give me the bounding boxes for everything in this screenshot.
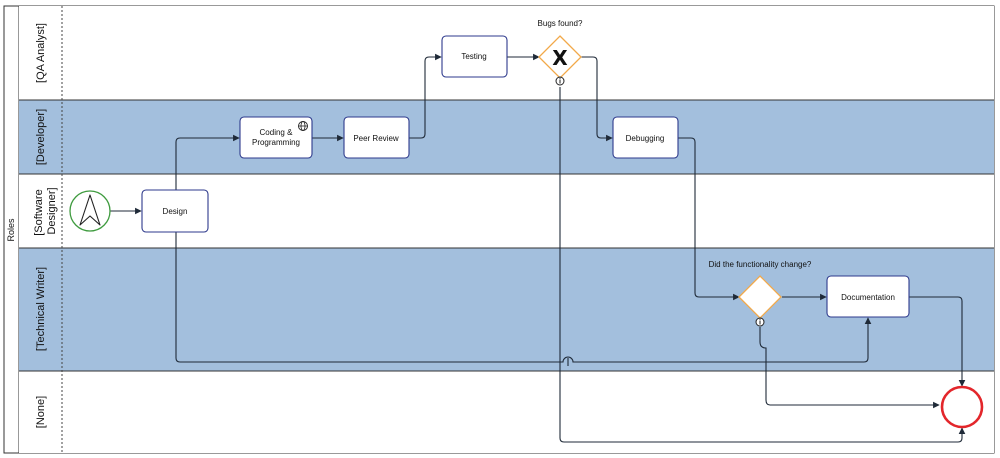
sequence-flows <box>110 53 966 443</box>
start-event[interactable] <box>69 190 111 232</box>
gateway-functionality-change[interactable]: Did the functionality change? <box>709 260 812 327</box>
task-testing-box <box>441 35 508 78</box>
end-event-circle <box>940 385 984 429</box>
lane-developer-label: [Developer] <box>35 109 47 165</box>
flow-peer-review-to-testing <box>409 53 442 139</box>
task-debugging[interactable]: Debugging <box>612 116 679 159</box>
task-testing-label: Testing <box>461 52 486 61</box>
lane-developer: [Developer] <box>19 100 994 174</box>
pool-label: Roles <box>6 218 16 242</box>
task-coding-box <box>239 116 313 159</box>
gateway-bugs-found[interactable]: Bugs found? X <box>538 19 583 86</box>
lane-none-band <box>19 371 994 453</box>
flow-func-default-to-end <box>759 327 940 409</box>
lane-software-designer-label-line1: [Software <box>33 189 45 235</box>
lane-software-designer-label-line2: Designer] <box>46 187 58 234</box>
task-documentation-label: Documentation <box>841 293 895 302</box>
flow-design-to-documentation <box>175 232 872 363</box>
task-peer-review-box <box>343 116 410 159</box>
lane-technical-writer-label: [Technical Writer] <box>35 267 47 351</box>
gateway-bugs-found-label: Bugs found? <box>538 19 583 28</box>
lane-qa-label: [QA Analyst] <box>35 23 47 83</box>
flow-debugging-to-func-gateway <box>678 137 740 301</box>
lane-dividers <box>19 6 994 453</box>
task-documentation[interactable]: Documentation <box>826 275 910 318</box>
task-design-box <box>141 189 209 233</box>
lane-none-label: [None] <box>35 396 47 428</box>
task-coding-label-line2: Programming <box>252 138 300 147</box>
gateway-functionality-change-label: Did the functionality change? <box>709 260 812 269</box>
flow-documentation-to-end <box>909 296 966 387</box>
task-design[interactable]: Design <box>141 189 209 233</box>
task-coding-label-line1: Coding & <box>260 128 294 137</box>
info-icon <box>755 317 765 327</box>
globe-icon <box>298 121 308 131</box>
task-debugging-box <box>612 116 679 159</box>
flow-bugs-default-to-end <box>559 87 966 443</box>
task-peer-review[interactable]: Peer Review <box>343 116 410 159</box>
lane-none: [None] <box>19 371 994 453</box>
task-design-label: Design <box>163 207 188 216</box>
task-peer-review-label: Peer Review <box>353 134 399 143</box>
task-debugging-label: Debugging <box>626 134 665 143</box>
flow-bugs-to-debugging <box>581 56 613 142</box>
gateway-x-marker: X <box>552 46 568 70</box>
lane-software-designer-label: [Software Designer] <box>33 186 58 236</box>
navigation-arrow-icon <box>79 194 101 226</box>
task-coding-programming[interactable]: Coding & Programming <box>239 116 313 159</box>
task-documentation-box <box>826 275 910 318</box>
flow-design-to-coding <box>175 134 240 190</box>
end-event[interactable] <box>940 385 984 429</box>
task-testing[interactable]: Testing <box>441 35 508 78</box>
lane-developer-band <box>19 100 994 174</box>
info-icon <box>555 76 565 86</box>
